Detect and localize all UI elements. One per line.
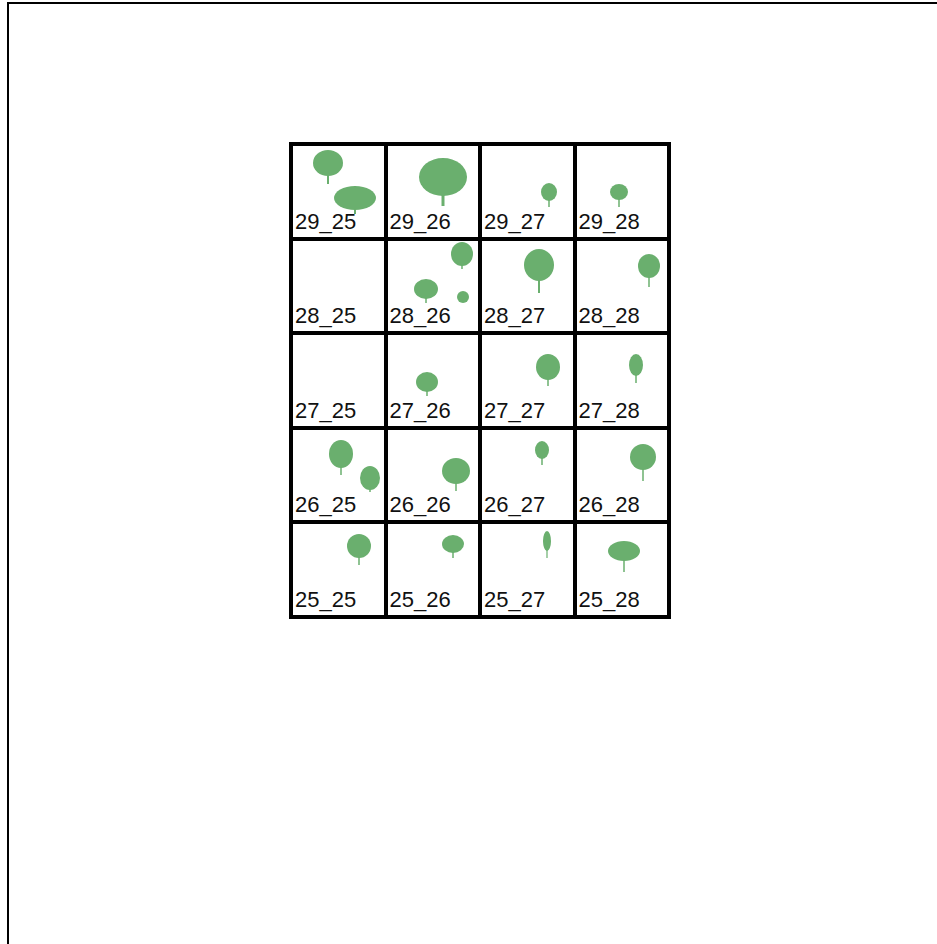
- tree-canopy: [535, 441, 549, 459]
- tree-canopy: [414, 279, 438, 299]
- tree-canopy: [442, 535, 464, 553]
- map-tile: 29_25: [289, 142, 388, 241]
- tile-label: 27_27: [484, 399, 545, 423]
- tree-canopy: [442, 458, 470, 484]
- map-tile: 27_28: [573, 331, 672, 430]
- tile-label: 28_25: [295, 304, 356, 328]
- tile-label: 26_26: [390, 493, 451, 517]
- tree-canopy: [334, 186, 376, 210]
- map-tile: 29_27: [478, 142, 577, 241]
- tree-canopy: [451, 242, 473, 266]
- tree-canopy: [329, 440, 353, 468]
- map-tile: 26_27: [478, 426, 577, 525]
- tree-canopy: [630, 444, 656, 470]
- tile-label: 27_28: [579, 399, 640, 423]
- tile-label: 25_27: [484, 588, 545, 612]
- tile-label: 27_26: [390, 399, 451, 423]
- tile-label: 25_25: [295, 588, 356, 612]
- tree-canopy: [524, 249, 554, 281]
- tree-canopy: [629, 354, 643, 376]
- map-tile: 29_26: [384, 142, 483, 241]
- map-tile: 27_27: [478, 331, 577, 430]
- tile-label: 25_26: [390, 588, 451, 612]
- tile-label: 26_25: [295, 493, 356, 517]
- map-tile: 28_26: [384, 237, 483, 336]
- tree-canopy: [541, 183, 557, 201]
- trees: [313, 150, 660, 572]
- tree-canopy: [543, 531, 551, 551]
- tile-label: 29_25: [295, 210, 356, 234]
- tile-label: 28_27: [484, 304, 545, 328]
- map-tile: 26_28: [573, 426, 672, 525]
- tile-label: 26_28: [579, 493, 640, 517]
- tree-canopy: [347, 534, 371, 558]
- tile-label: 27_25: [295, 399, 356, 423]
- tree-canopy: [608, 541, 640, 561]
- map-tile: 25_26: [384, 520, 483, 619]
- tree-canopy: [457, 291, 469, 303]
- map-tile: 25_27: [478, 520, 577, 619]
- map-tile: 28_27: [478, 237, 577, 336]
- map-tile: 25_28: [573, 520, 672, 619]
- map-tile: 27_25: [289, 331, 388, 430]
- map-tile: 25_25: [289, 520, 388, 619]
- tree-canopy: [313, 150, 343, 176]
- map-tile: 26_25: [289, 426, 388, 525]
- map-tile: 28_25: [289, 237, 388, 336]
- tree-canopy: [416, 372, 438, 392]
- map-tile: 26_26: [384, 426, 483, 525]
- tile-label: 28_26: [390, 304, 451, 328]
- page-frame: [8, 3, 937, 944]
- tree-canopy: [360, 466, 380, 490]
- tile-label: 26_27: [484, 493, 545, 517]
- tile-label: 29_28: [579, 210, 640, 234]
- tile-label: 25_28: [579, 588, 640, 612]
- map-tile: 28_28: [573, 237, 672, 336]
- tree-canopy: [610, 184, 628, 200]
- tree-canopy: [419, 158, 467, 196]
- tree-canopy: [638, 254, 660, 278]
- tile-label: 29_26: [390, 210, 451, 234]
- tile-label: 28_28: [579, 304, 640, 328]
- map-tile: 29_28: [573, 142, 672, 241]
- tree-canopy: [536, 354, 560, 380]
- map-tile: 27_26: [384, 331, 483, 430]
- tile-label: 29_27: [484, 210, 545, 234]
